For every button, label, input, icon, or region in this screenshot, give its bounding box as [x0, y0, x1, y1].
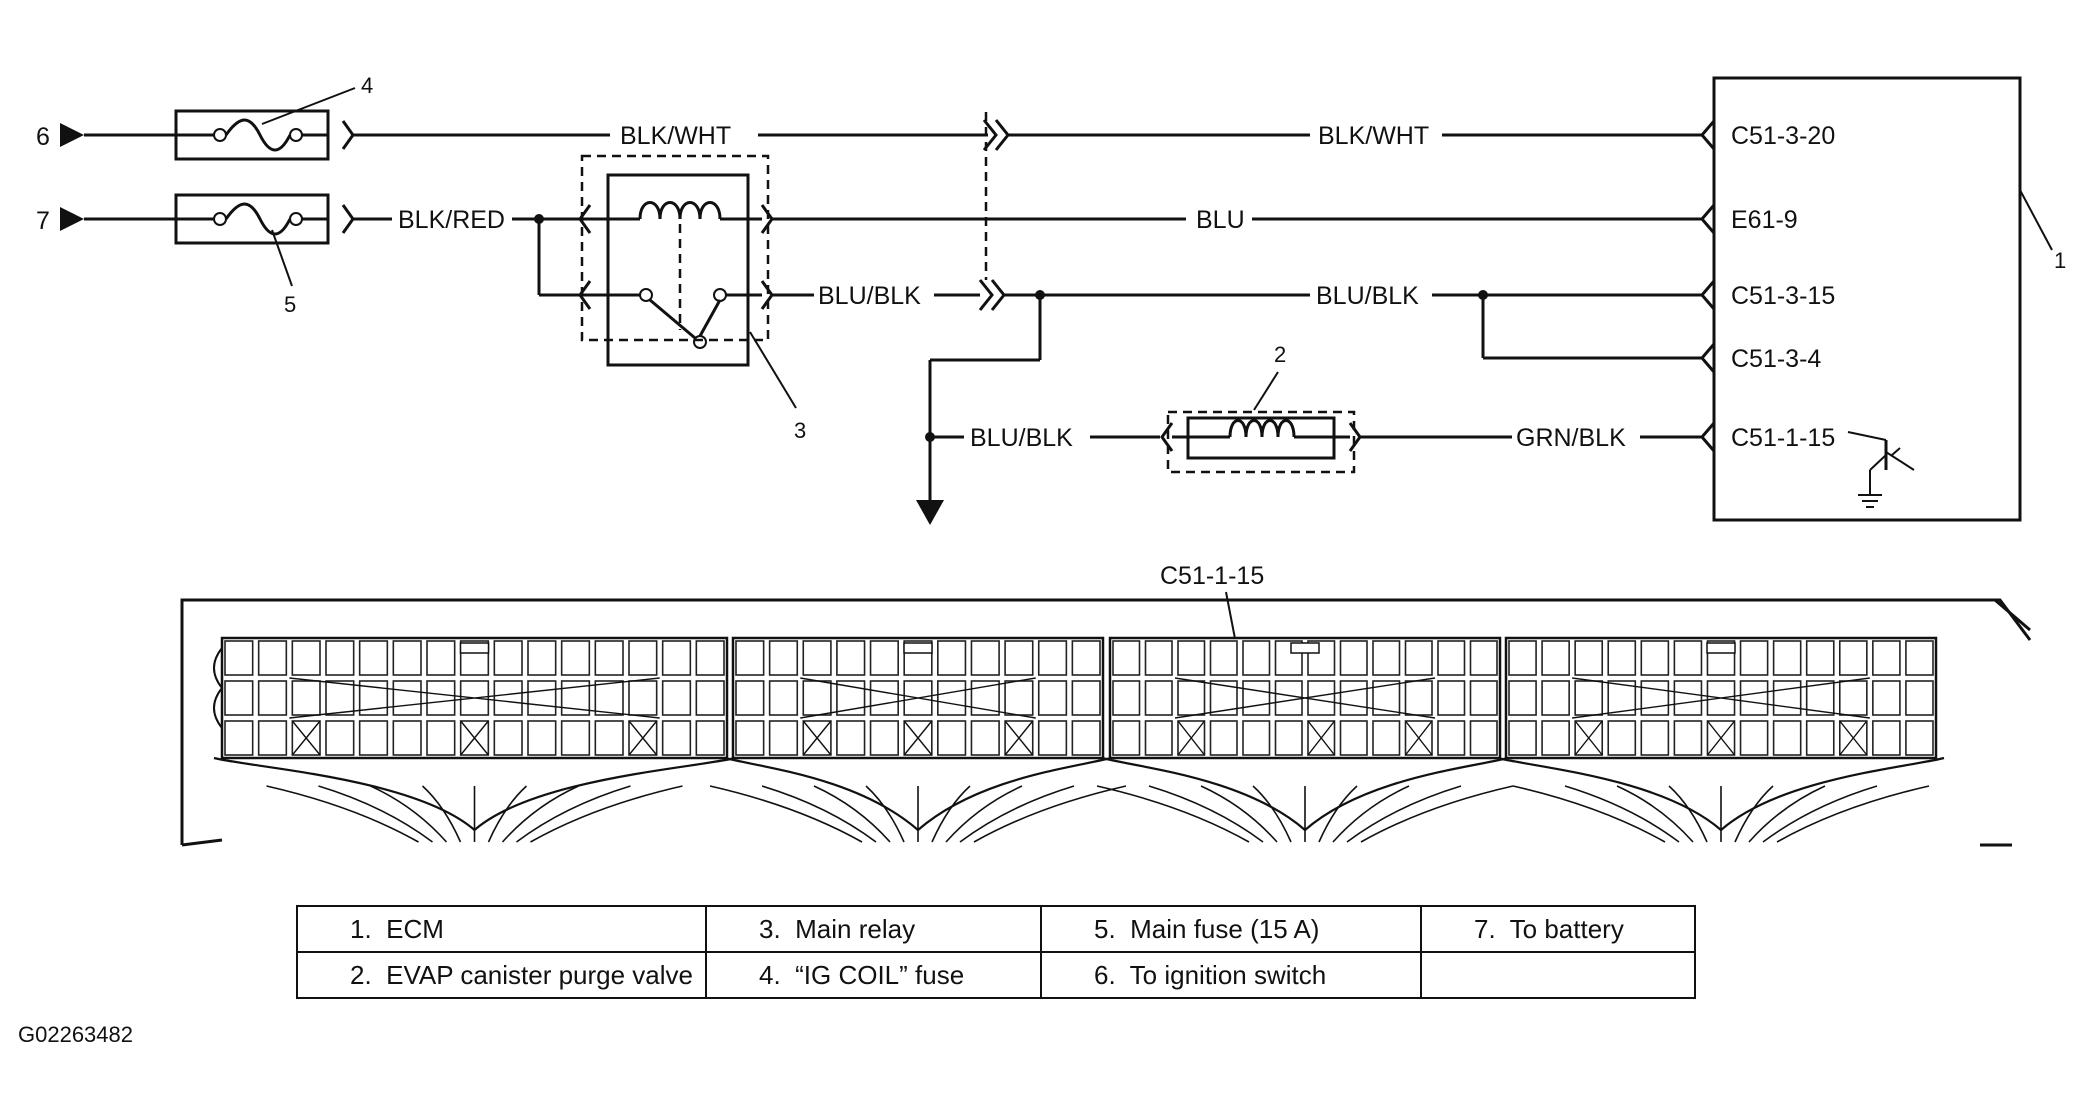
- wire-label-blu: BLU: [1196, 206, 1245, 234]
- legend-item: 4. “IG COIL” fuse: [705, 951, 1042, 999]
- legend-item: 7. To battery: [1420, 905, 1696, 953]
- connector-block: [1096, 636, 1514, 843]
- connector-block: [213, 636, 736, 843]
- main-relay: 3: [578, 154, 806, 443]
- callout-7: 7: [36, 207, 50, 235]
- legend-item: 2. EVAP canister purge valve: [296, 951, 707, 999]
- wire-blu-blk: BLU/BLK BLU/BLK BLU/BLK: [772, 112, 1716, 525]
- callout-5: 5: [284, 292, 296, 317]
- wire-blk-wht: BLK/WHT BLK/WHT: [353, 119, 1716, 151]
- legend-item: 5. Main fuse (15 A): [1040, 905, 1422, 953]
- legend-row: 2. EVAP canister purge valve 4. “IG COIL…: [296, 951, 1696, 999]
- figure-id: G02263482: [18, 1022, 133, 1047]
- legend-table: 1. ECM 3. Main relay 5. Main fuse (15 A)…: [296, 905, 1696, 999]
- legend-item: [1420, 951, 1696, 999]
- to-battery-arrow: 7: [36, 207, 84, 235]
- legend-item: 6. To ignition switch: [1040, 951, 1422, 999]
- terminal-c51-1-15: C51-1-15: [1731, 424, 1835, 452]
- ig-coil-fuse: 4: [84, 73, 373, 161]
- terminal-c51-3-20: C51-3-20: [1731, 122, 1835, 150]
- wire-blu: BLU: [772, 204, 1716, 234]
- wire-label-blk-wht-ecm: BLK/WHT: [1318, 122, 1429, 150]
- legend-item: 1. ECM: [296, 905, 707, 953]
- terminal-e61-9: E61-9: [1731, 206, 1798, 234]
- connector-block: [709, 636, 1127, 843]
- callout-2: 2: [1274, 342, 1286, 367]
- callout-4: 4: [361, 73, 373, 98]
- callout-3: 3: [794, 418, 806, 443]
- connector-blocks: [213, 636, 1945, 843]
- connector-block: [1497, 636, 1945, 843]
- ecm: C51-3-20 E61-9 C51-3-15 C51-3-4 C51-1-15…: [1712, 76, 2066, 522]
- wire-label-blk-red: BLK/RED: [398, 206, 505, 234]
- wire-blk-red: BLK/RED: [353, 206, 590, 297]
- terminal-c51-3-15: C51-3-15: [1731, 282, 1835, 310]
- callout-6: 6: [36, 123, 50, 151]
- wire-label-blu-blk-ecm: BLU/BLK: [1316, 282, 1419, 310]
- wire-label-blu-blk-relay: BLU/BLK: [818, 282, 921, 310]
- to-ignition-arrow: 6: [36, 123, 84, 151]
- evap-purge-valve: 2 GRN/BLK: [1160, 342, 1716, 474]
- main-fuse: 5: [84, 193, 355, 317]
- ecm-connector-view: C51-1-15: [180, 562, 2032, 847]
- wire-label-blu-blk-valve: BLU/BLK: [970, 424, 1073, 452]
- wire-label-blk-wht: BLK/WHT: [620, 122, 731, 150]
- connector-callout: C51-1-15: [1160, 562, 1264, 590]
- wire-label-grn-blk: GRN/BLK: [1516, 424, 1626, 452]
- legend-row: 1. ECM 3. Main relay 5. Main fuse (15 A)…: [296, 905, 1696, 953]
- callout-1: 1: [2054, 248, 2066, 273]
- terminal-c51-3-4: C51-3-4: [1731, 345, 1821, 373]
- legend-item: 3. Main relay: [705, 905, 1042, 953]
